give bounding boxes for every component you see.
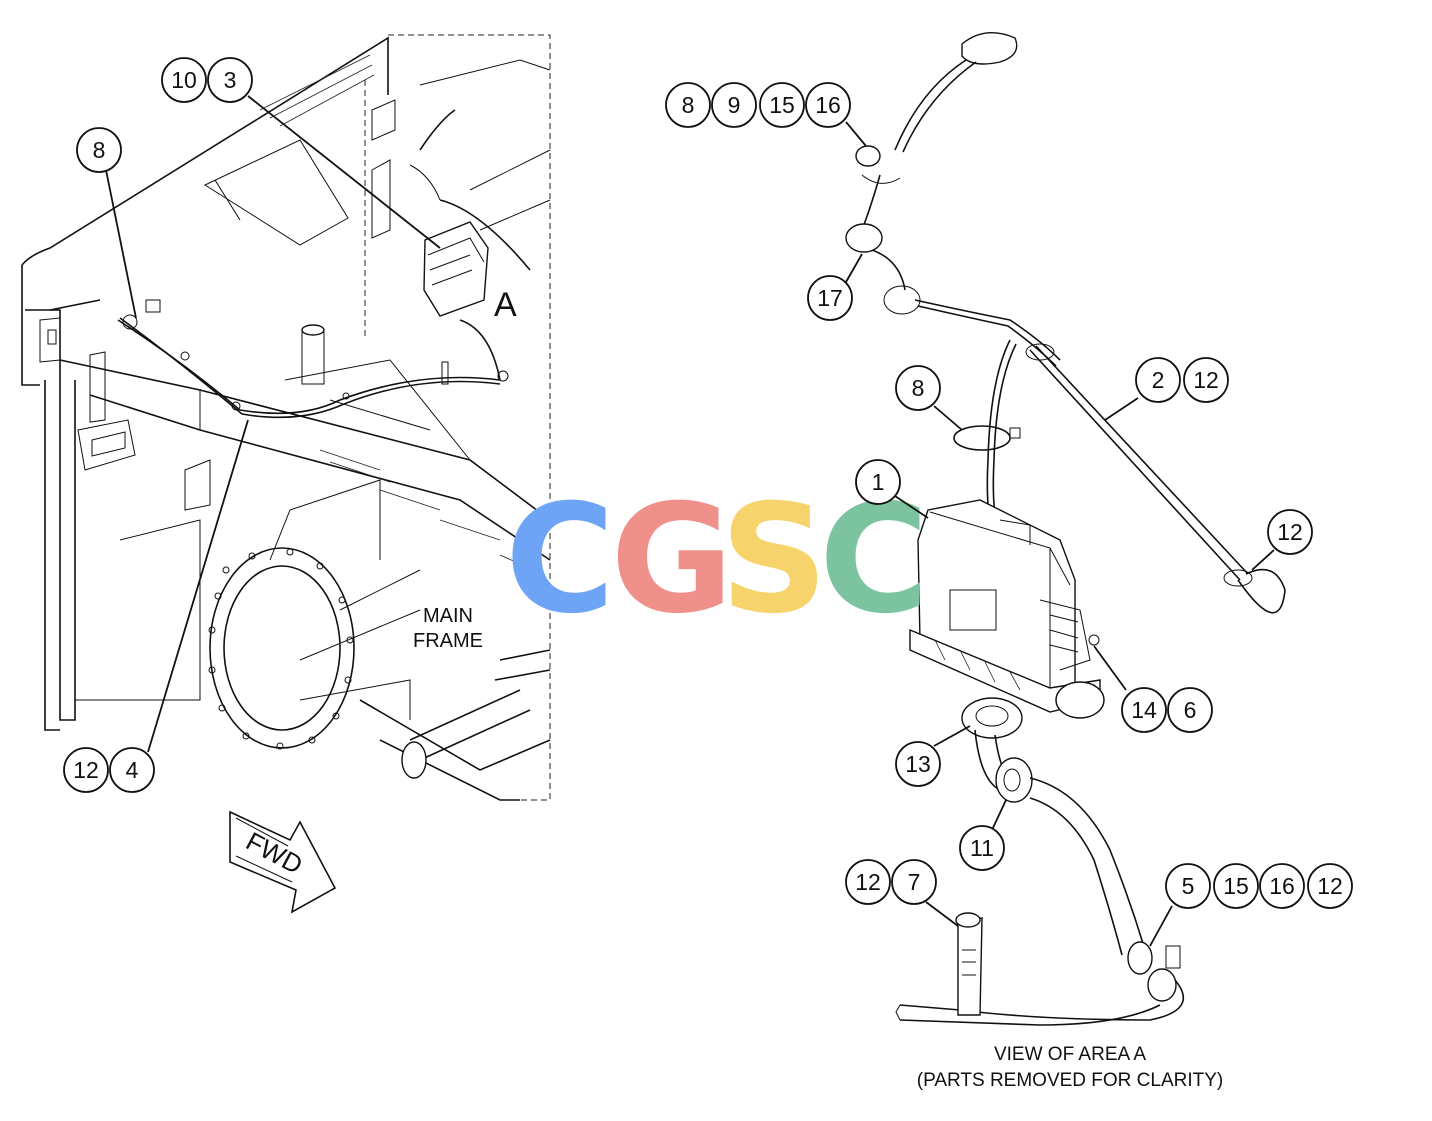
svg-text:11: 11	[970, 835, 994, 861]
svg-text:15: 15	[1223, 873, 1249, 899]
svg-text:FWD: FWD	[241, 826, 307, 880]
svg-text:6: 6	[1184, 697, 1197, 723]
svg-text:13: 13	[905, 751, 931, 777]
svg-text:(PARTS REMOVED FOR CLARITY): (PARTS REMOVED FOR CLARITY)	[917, 1070, 1224, 1091]
watermark-letter-2: G	[610, 473, 733, 647]
svg-text:12: 12	[1277, 519, 1303, 545]
callout-13: 13	[895, 741, 941, 787]
svg-text:9: 9	[728, 92, 741, 118]
callout-11: 11	[959, 825, 1005, 871]
leader-lines	[105, 95, 1275, 947]
view-caption: VIEW OF AREA A (PARTS REMOVED FOR CLARIT…	[917, 1044, 1224, 1091]
flange-bolt-holes	[208, 548, 354, 750]
svg-text:4: 4	[126, 757, 139, 783]
callout-10-3: 10 3	[161, 57, 253, 103]
callout-8-9-15-16: 8 9 15 16	[665, 82, 851, 128]
callout-17: 17	[807, 275, 853, 321]
watermark-letter-3: S	[720, 473, 828, 647]
callout-1: 1	[855, 459, 901, 505]
svg-text:12: 12	[1193, 367, 1219, 393]
area-a-marker: A	[494, 286, 517, 324]
svg-text:12: 12	[855, 869, 881, 895]
svg-text:10: 10	[171, 67, 197, 93]
callout-8-right: 8	[895, 365, 941, 411]
svg-text:12: 12	[73, 757, 99, 783]
main-frame-drawing	[21, 34, 551, 801]
svg-text:1: 1	[872, 469, 885, 495]
callout-12-4: 12 4	[63, 747, 155, 793]
callout-14-6: 14 6	[1121, 687, 1213, 733]
svg-text:7: 7	[908, 869, 921, 895]
fwd-arrow: FWD	[229, 810, 337, 914]
callout-12-rod: 12	[1267, 509, 1313, 555]
svg-text:FRAME: FRAME	[413, 630, 483, 652]
cgsc-watermark: C G S C	[505, 473, 929, 647]
svg-text:VIEW OF AREA A: VIEW OF AREA A	[994, 1044, 1146, 1065]
svg-text:8: 8	[93, 137, 106, 163]
svg-text:5: 5	[1182, 873, 1195, 899]
svg-text:8: 8	[682, 92, 695, 118]
area-a-detail-drawing	[845, 32, 1286, 1026]
svg-text:15: 15	[769, 92, 795, 118]
callout-5-15-16-12: 5 15 16 12	[1165, 863, 1353, 909]
callout-2-12: 2 12	[1135, 357, 1229, 403]
svg-text:12: 12	[1317, 873, 1343, 899]
svg-text:17: 17	[817, 285, 843, 311]
svg-text:8: 8	[912, 375, 925, 401]
svg-text:3: 3	[224, 67, 237, 93]
svg-text:16: 16	[1269, 873, 1295, 899]
svg-text:14: 14	[1131, 697, 1157, 723]
svg-text:16: 16	[815, 92, 841, 118]
callout-8-left: 8	[76, 127, 122, 173]
watermark-letter-1: C	[505, 473, 615, 647]
svg-text:2: 2	[1152, 367, 1165, 393]
svg-text:MAIN: MAIN	[423, 605, 473, 627]
callout-12-7: 12 7	[845, 859, 937, 905]
main-frame-label: MAIN FRAME	[413, 605, 483, 652]
